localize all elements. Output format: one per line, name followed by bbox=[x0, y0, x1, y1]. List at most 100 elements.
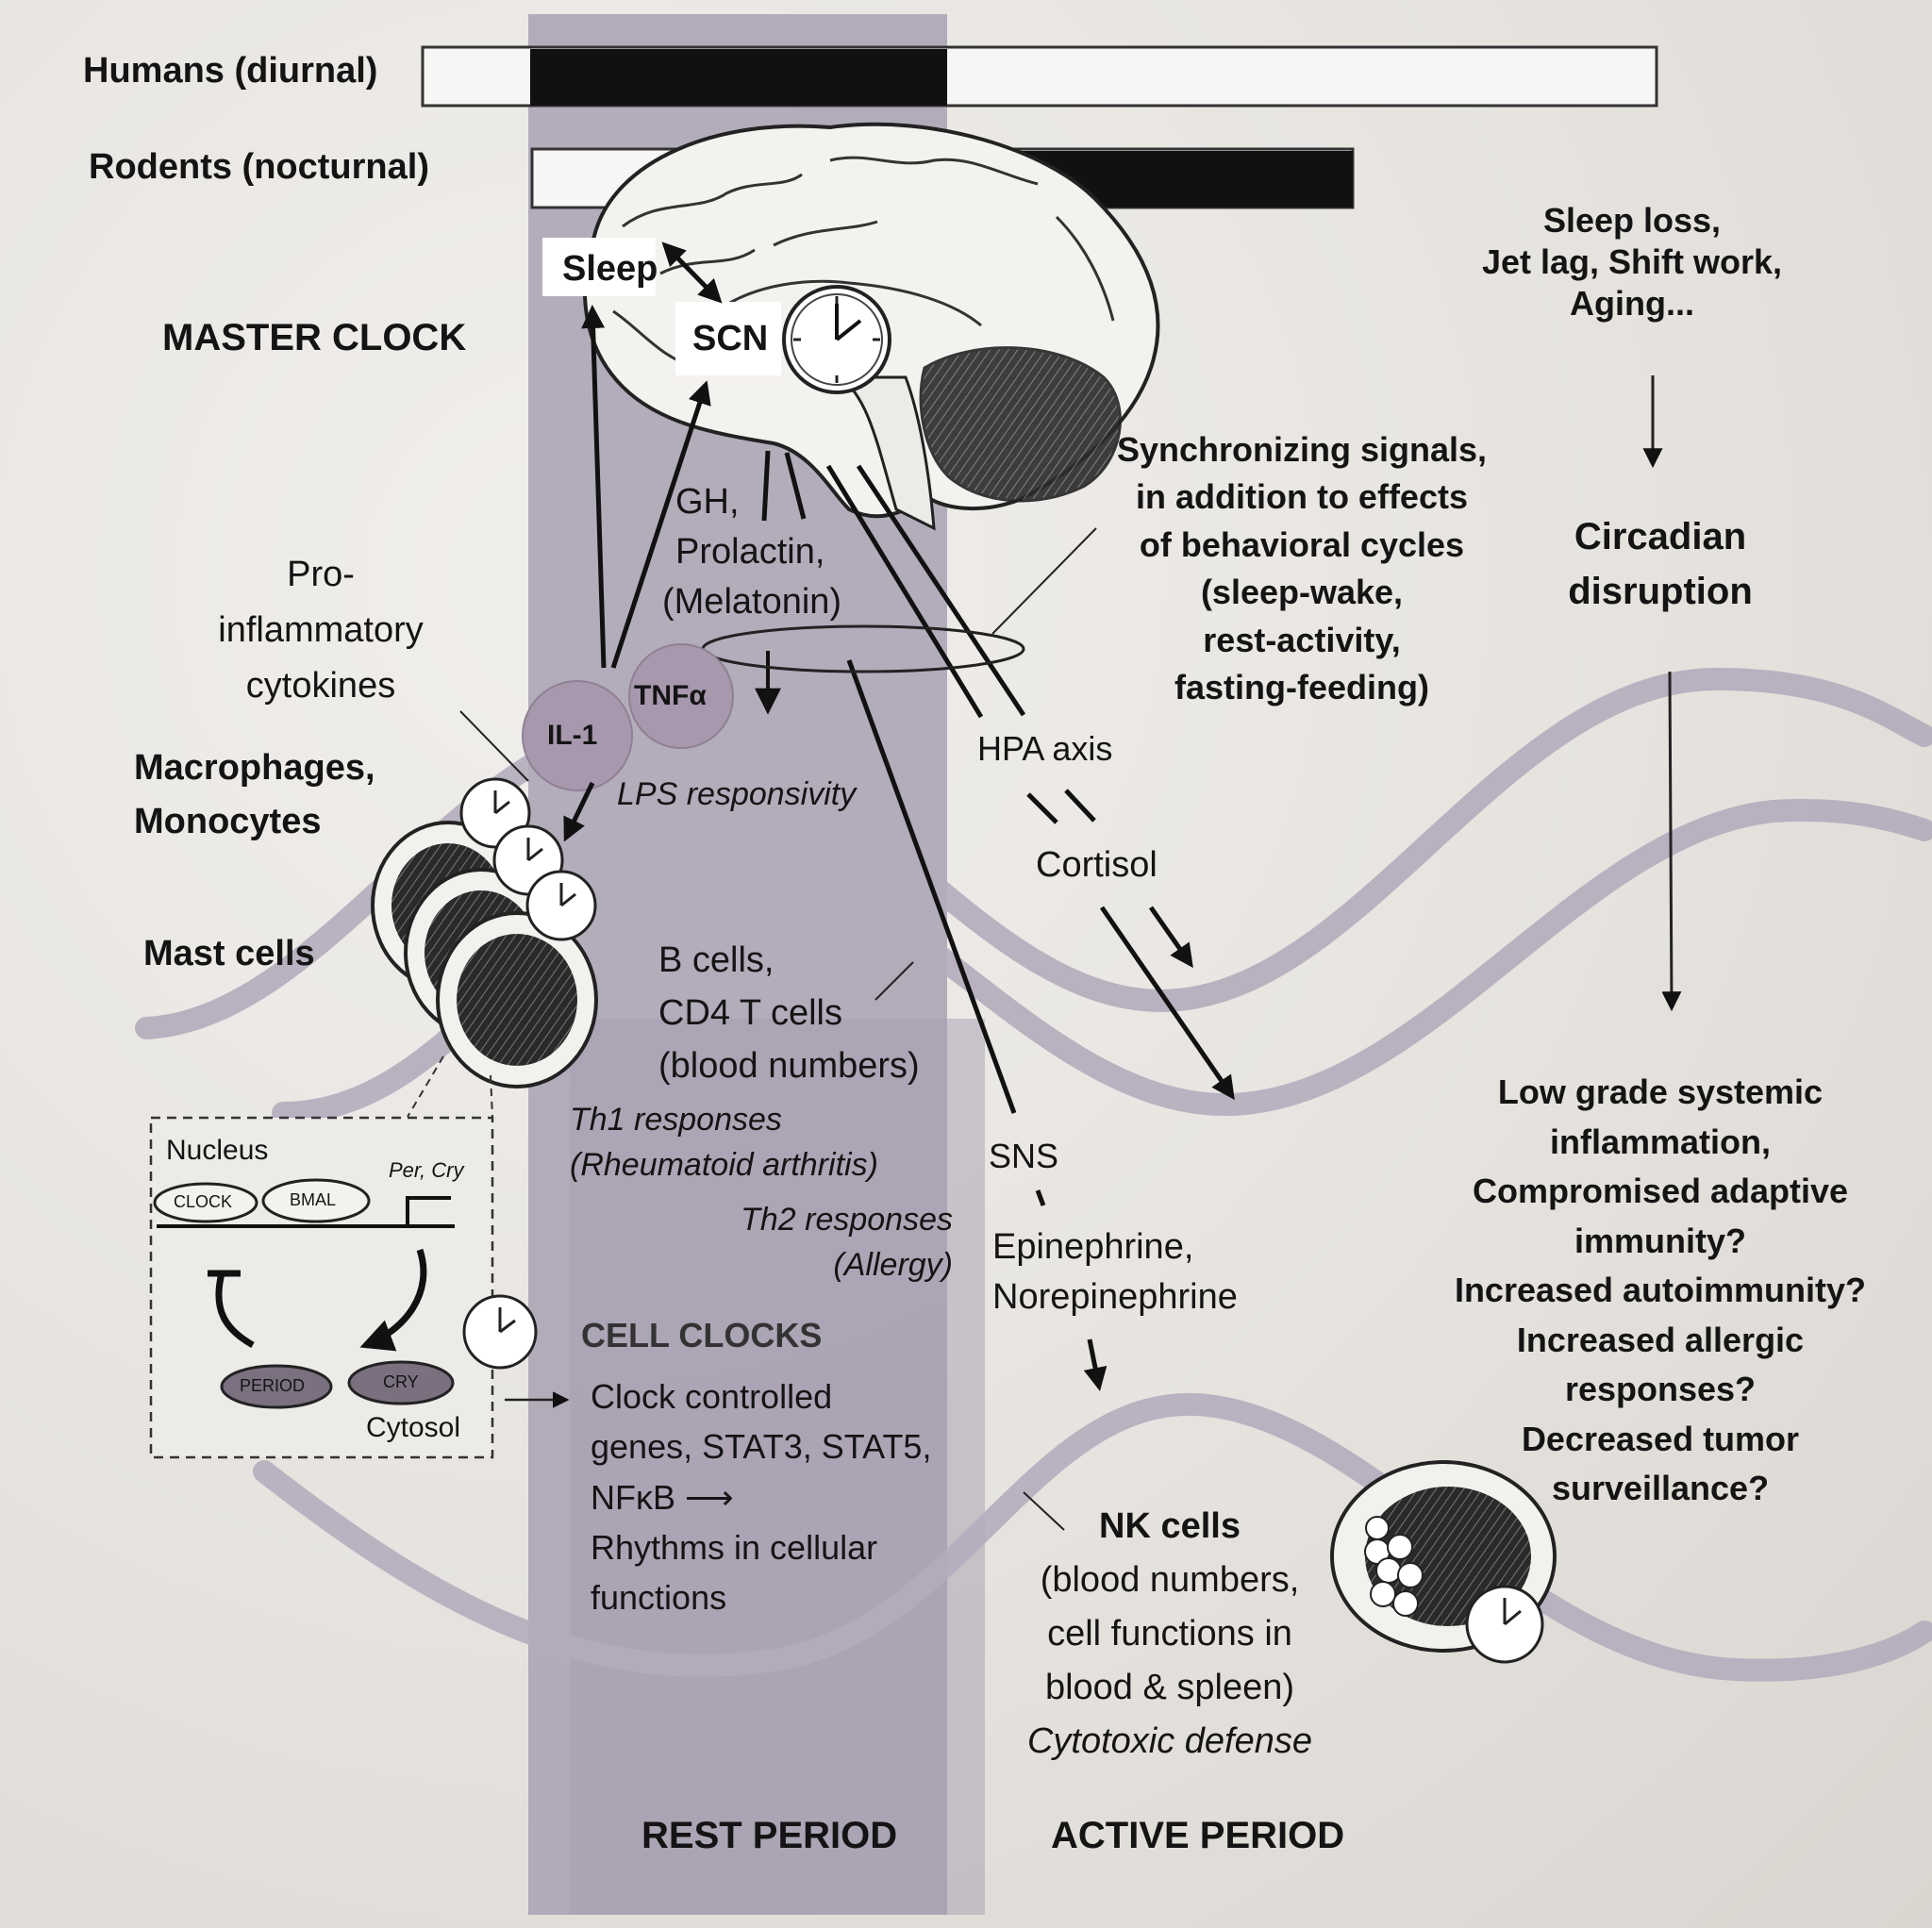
cry-protein-label: CRY bbox=[383, 1372, 419, 1391]
clock-protein bbox=[153, 1182, 258, 1223]
bcells-line: B cells, bbox=[658, 940, 774, 980]
bcells-label: B cells, CD4 T cells (blood numbers) bbox=[658, 934, 920, 1093]
nk-pointer bbox=[1023, 1491, 1065, 1531]
nk-line: (blood numbers, bbox=[1040, 1560, 1300, 1600]
sync-line: in addition to effects bbox=[1135, 477, 1468, 517]
tnf-circle bbox=[628, 643, 734, 749]
sleep-box bbox=[542, 238, 656, 296]
brainstem bbox=[835, 375, 936, 531]
outcome-line: Decreased tumor bbox=[1521, 1419, 1800, 1458]
brain-illustration bbox=[542, 122, 1160, 531]
rodents-label: Rodents (nocturnal) bbox=[89, 147, 429, 187]
cytokines-label: Pro- inflammatory cytokines bbox=[170, 547, 472, 714]
cytosol-label: Cytosol bbox=[366, 1412, 461, 1443]
nk-cell bbox=[1330, 1460, 1557, 1664]
genes-line: Rhythms in cellular bbox=[591, 1527, 878, 1567]
cry-protein bbox=[347, 1360, 455, 1405]
il1-circle bbox=[522, 680, 633, 791]
outcome-line: inflammation, bbox=[1549, 1122, 1772, 1161]
translation-arc bbox=[359, 1248, 427, 1352]
humans-bar-dark bbox=[530, 49, 947, 106]
nucleus-label: Nucleus bbox=[166, 1135, 269, 1166]
outcome-line: immunity? bbox=[1574, 1221, 1746, 1260]
cell-clock-icons bbox=[459, 777, 597, 941]
hpa-axis-label: HPA axis bbox=[977, 729, 1113, 768]
period-protein bbox=[220, 1364, 333, 1409]
bcells-line: (blood numbers) bbox=[658, 1046, 920, 1087]
scn-label: SCN bbox=[692, 319, 769, 358]
rest-period-band-lower bbox=[570, 1019, 985, 1915]
bmal-protein-label: BMAL bbox=[290, 1190, 337, 1209]
outcome-line: responses? bbox=[1564, 1370, 1757, 1409]
sync-line: rest-activity, bbox=[1203, 620, 1401, 659]
synchronizing-signals: Synchronizing signals, in addition to ef… bbox=[1104, 426, 1500, 711]
hormone-line: GH, bbox=[675, 482, 740, 522]
per-cry-gene-step bbox=[406, 1196, 451, 1226]
synchronizing-pointer bbox=[991, 527, 1097, 635]
catecholamine-line: Norepinephrine bbox=[992, 1277, 1238, 1318]
th2-line: (Allergy) bbox=[833, 1246, 953, 1283]
nk-line: cell functions in bbox=[1047, 1614, 1292, 1654]
lps-responsivity-label: LPS responsivity bbox=[617, 776, 857, 812]
per-cry-gene-label: Per, Cry bbox=[389, 1158, 464, 1182]
outcome-line: Low grade systemic bbox=[1497, 1072, 1824, 1111]
cytokine-line: cytokines bbox=[245, 665, 396, 706]
nk-line: NK cells bbox=[1099, 1506, 1241, 1546]
cause-line: Aging... bbox=[1570, 283, 1694, 323]
macrophages-label: Macrophages, Monocytes bbox=[134, 741, 375, 849]
th1-line: (Rheumatoid arthritis) bbox=[570, 1146, 878, 1183]
il1-label: IL-1 bbox=[547, 720, 598, 751]
sync-line: fasting-feeding) bbox=[1174, 667, 1429, 706]
hormones-label: GH, Prolactin, (Melatonin) bbox=[662, 477, 841, 628]
catecholamine-arrow bbox=[1083, 1338, 1108, 1391]
cytokine-line: Pro- bbox=[287, 555, 355, 594]
bcells-pointer bbox=[874, 961, 914, 1001]
nk-line: blood & spleen) bbox=[1044, 1668, 1295, 1707]
disruption-causes: Sleep loss, Jet lag, Shift work, Aging..… bbox=[1472, 200, 1792, 324]
sns-label: SNS bbox=[989, 1137, 1059, 1175]
period-protein-label: PERIOD bbox=[240, 1376, 306, 1395]
outcome-line: Increased autoimmunity? bbox=[1454, 1271, 1867, 1310]
bcells-line: CD4 T cells bbox=[658, 993, 842, 1034]
clock-protein-label: CLOCK bbox=[174, 1192, 233, 1211]
catecholamine-line: Epinephrine, bbox=[992, 1227, 1194, 1267]
circadian-disruption-title: Circadian disruption bbox=[1509, 509, 1811, 619]
macrophage-cells bbox=[371, 821, 598, 1089]
wave-bottom bbox=[253, 1392, 1932, 1682]
cytokines-pointer bbox=[459, 710, 529, 782]
th1-label: Th1 responses (Rheumatoid arthritis) bbox=[570, 1098, 878, 1188]
cell-clocks-title: CELL CLOCKS bbox=[581, 1316, 823, 1355]
il1-to-sleep-arrow bbox=[581, 305, 607, 669]
sync-line: Synchronizing signals, bbox=[1116, 430, 1488, 469]
hormone-line: Prolactin, bbox=[675, 532, 825, 573]
cause-line: Jet lag, Shift work, bbox=[1481, 241, 1783, 281]
disruption-outcomes: Low grade systemic inflammation, Comprom… bbox=[1443, 1068, 1877, 1514]
hormone-line: (Melatonin) bbox=[662, 582, 842, 623]
macrophage-line: Monocytes bbox=[134, 802, 322, 841]
cerebellum bbox=[919, 346, 1122, 503]
brain-output-lines bbox=[761, 450, 1026, 1114]
active-period-label: ACTIVE PERIOD bbox=[1051, 1815, 1345, 1856]
il1-to-cell-arrow bbox=[563, 781, 595, 842]
humans-label: Humans (diurnal) bbox=[83, 51, 378, 91]
scn-box bbox=[675, 302, 781, 375]
sns-line bbox=[846, 659, 1017, 1114]
bmal-protein bbox=[261, 1178, 371, 1223]
cause-line: Sleep loss, bbox=[1542, 201, 1722, 240]
th2-label: Th2 responses (Allergy) bbox=[660, 1198, 953, 1288]
genes-line: Clock controlled bbox=[591, 1377, 833, 1416]
cell-clock-box bbox=[149, 1116, 494, 1459]
rest-period-label: REST PERIOD bbox=[641, 1815, 898, 1856]
sns-tick bbox=[1035, 1189, 1046, 1206]
tnf-to-scn-arrow bbox=[610, 380, 711, 669]
cytosol-clock-icon bbox=[462, 1294, 538, 1370]
outcome-line: Increased allergic bbox=[1516, 1320, 1805, 1359]
sleep-label: Sleep bbox=[562, 249, 658, 289]
cortisol-label: Cortisol bbox=[1036, 845, 1158, 885]
inhibition-arc bbox=[215, 1272, 255, 1349]
outcome-line: Compromised adaptive bbox=[1472, 1172, 1849, 1211]
genes-line: NFκB ⟶ bbox=[591, 1477, 734, 1517]
cortisol-arrow-short bbox=[1148, 906, 1193, 969]
